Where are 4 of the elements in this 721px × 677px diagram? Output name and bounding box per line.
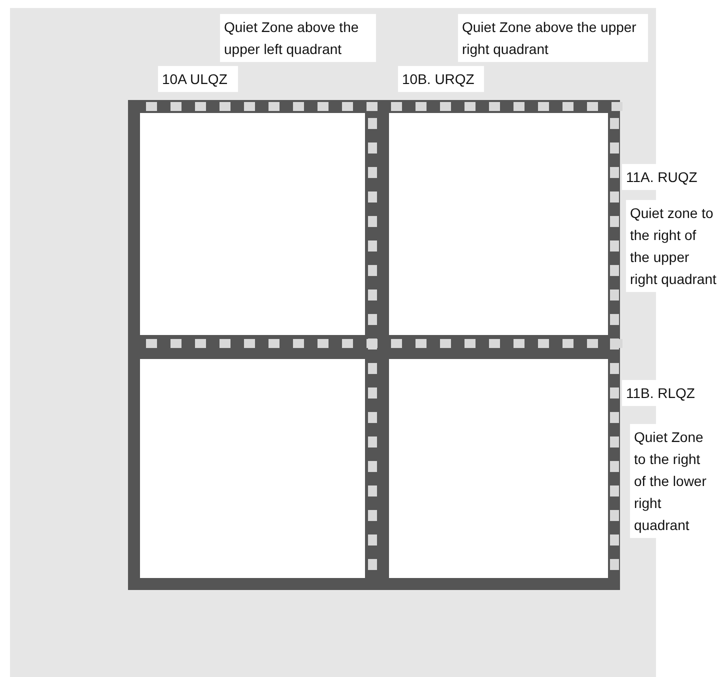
zone-label: 10A ULQZ [158,66,238,92]
zone-label: Quiet Zone above the upper left quadrant [220,14,376,62]
zone-label: 10B. URQZ [398,66,484,92]
zone-label: Quiet Zone above the upper right quadrant [458,14,648,62]
